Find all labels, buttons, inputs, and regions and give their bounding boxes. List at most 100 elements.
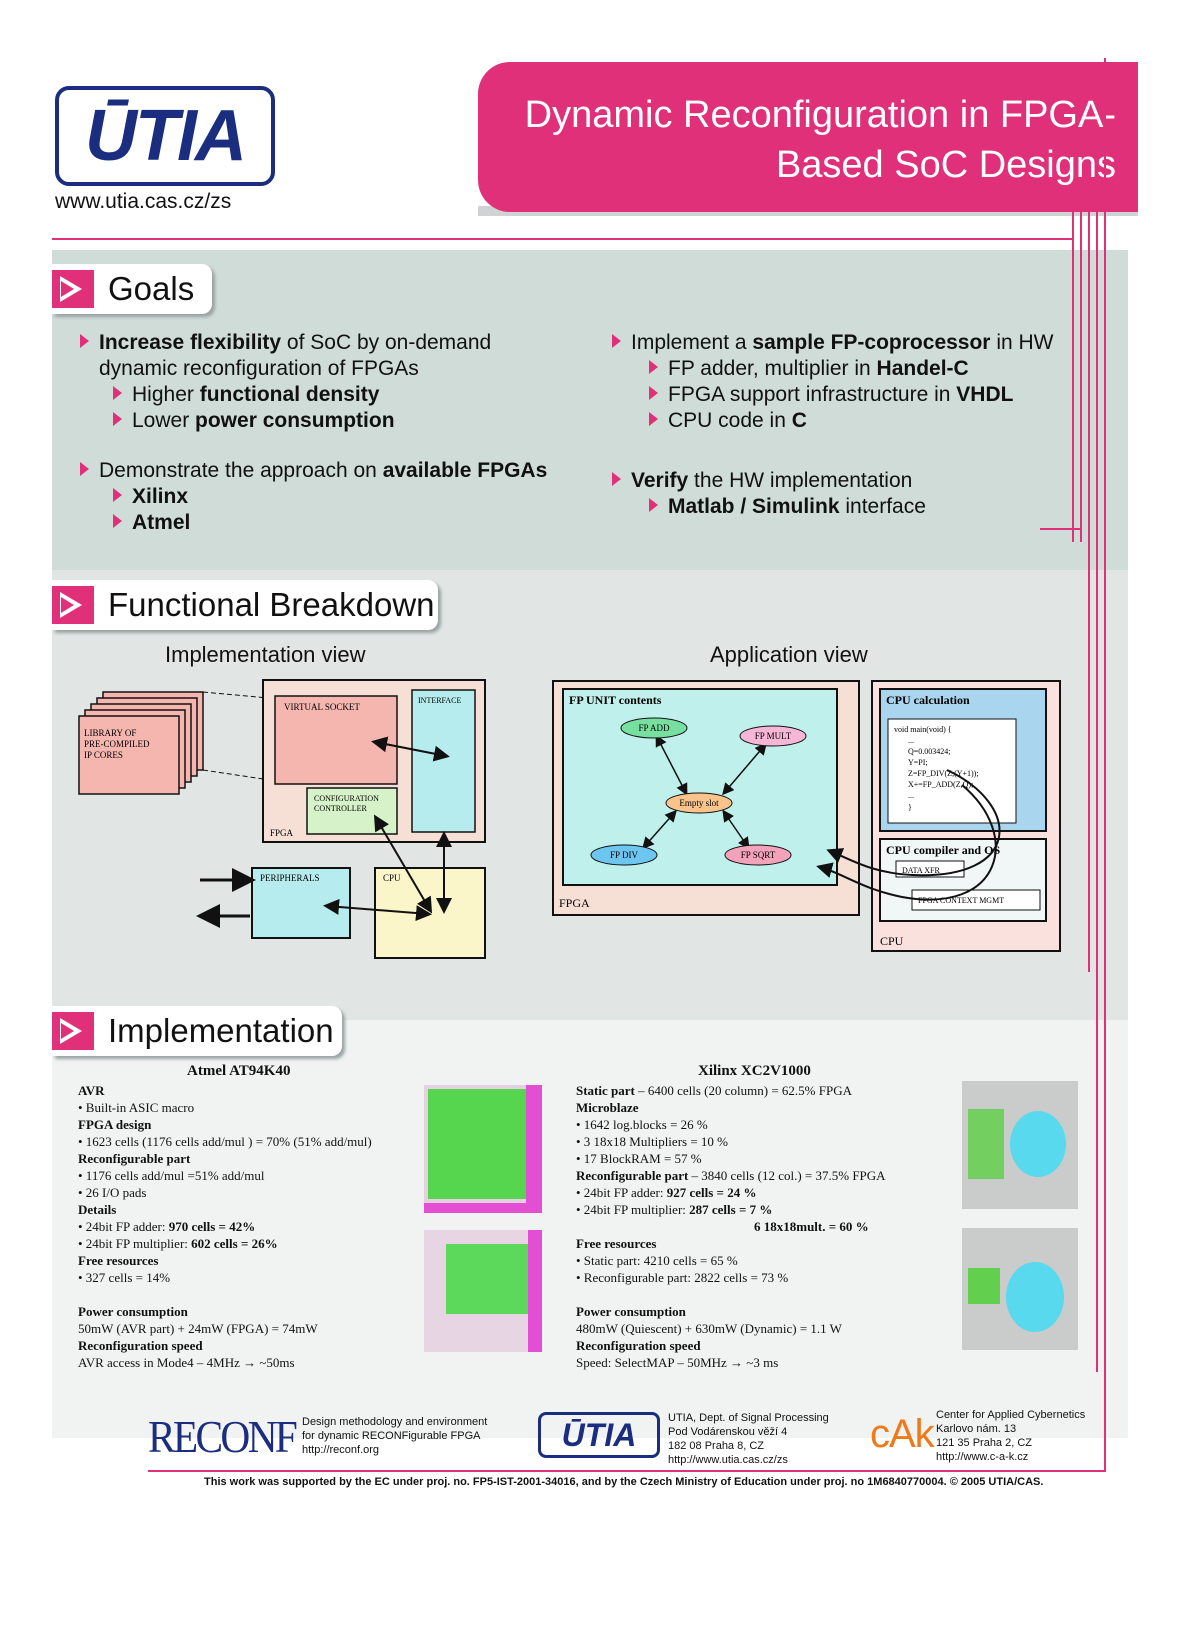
spec-line: Reconfigurable part bbox=[78, 1151, 191, 1166]
app-cpu-label: CPU bbox=[880, 934, 904, 948]
xilinx-specs: Static part – 6400 cells (20 column) = 6… bbox=[576, 1082, 936, 1371]
pink-rule-v3 bbox=[1088, 212, 1090, 972]
xilinx-layout-image-2 bbox=[962, 1228, 1078, 1350]
spec-line: • 1176 cells add/mul =51% add/mul bbox=[78, 1168, 265, 1183]
cak-info: Center for Applied Cybernetics Karlovo n… bbox=[936, 1409, 1086, 1463]
spec-line: • 327 cells = 14% bbox=[78, 1270, 171, 1285]
spec-line: AVR access in Mode4 – 4MHz → ~50ms bbox=[78, 1355, 295, 1370]
title-banner: Dynamic Reconfiguration in FPGA- Based S… bbox=[478, 62, 1138, 212]
library-label-1: LIBRARY OF bbox=[84, 728, 136, 738]
app-fpga-label: FPGA bbox=[559, 896, 590, 910]
spec-line bbox=[576, 1286, 936, 1303]
fp-sqrt-node bbox=[724, 844, 792, 866]
utia-logo-text: ŪTIA bbox=[85, 96, 247, 176]
list-item: Higher functional density bbox=[80, 382, 580, 408]
bullet-arrow-icon bbox=[649, 498, 658, 512]
utia-footer-logo: ŪTIA bbox=[538, 1412, 660, 1458]
section-arrow-icon bbox=[52, 586, 94, 624]
fp-div-label: FP DIV bbox=[610, 850, 638, 860]
interface-box bbox=[411, 689, 476, 833]
fp-mult-label: FP MULT bbox=[755, 731, 792, 741]
fp-unit-label: FP UNIT contents bbox=[569, 693, 662, 707]
cpu-calc-label: CPU calculation bbox=[886, 693, 970, 707]
spec-line: • 24bit FP multiplier: 602 cells = 26% bbox=[78, 1236, 278, 1251]
utia-info: UTIA, Dept. of Signal Processing Pod Vod… bbox=[668, 1412, 829, 1466]
data-xfr-label: DATA XFR bbox=[902, 866, 940, 875]
spec-line: • Static part: 4210 cells = 65 % bbox=[576, 1253, 738, 1268]
spec-line: Reconfigurable part – 3840 cells (12 col… bbox=[576, 1168, 886, 1183]
pink-rule-v2 bbox=[1080, 212, 1082, 542]
code-line: ... bbox=[908, 736, 914, 745]
app-view-diagram: FP UNIT contents FPGA FP ADD FP MULT Emp… bbox=[552, 680, 1061, 952]
reconf-logo: RECONF bbox=[148, 1411, 298, 1462]
bullet-arrow-icon bbox=[113, 412, 122, 426]
list-item: Xilinx bbox=[80, 484, 580, 510]
virtual-socket-label: VIRTUAL SOCKET bbox=[284, 702, 360, 712]
pink-rule-v4 bbox=[1096, 212, 1098, 1372]
section-arrow-icon bbox=[52, 270, 94, 308]
list-item: Verify the HW implementation bbox=[612, 468, 1072, 494]
cak-logo: cAk bbox=[870, 1412, 935, 1456]
list-item: Lower power consumption bbox=[80, 408, 580, 434]
cpu-label: CPU bbox=[383, 873, 401, 883]
spec-line: • 3 18x18 Multipliers = 10 % bbox=[576, 1134, 728, 1149]
spec-line: • 26 I/O pads bbox=[78, 1185, 147, 1200]
atmel-title: Atmel AT94K40 bbox=[187, 1063, 291, 1079]
peripherals-label: PERIPHERALS bbox=[260, 873, 320, 883]
fp-add-label: FP ADD bbox=[639, 723, 670, 733]
spec-line: • 1642 log.blocks = 26 % bbox=[576, 1117, 708, 1132]
spec-line: Free resources bbox=[576, 1236, 657, 1251]
spec-line: Details bbox=[78, 1202, 117, 1217]
list-item: Implement a sample FP-coprocessor in HW bbox=[612, 330, 1072, 356]
fpga-context-label: FPGA CONTEXT MGMT bbox=[918, 896, 1004, 905]
header-url[interactable]: www.utia.cas.cz/zs bbox=[55, 190, 232, 213]
list-item: Matlab / Simulink interface bbox=[612, 494, 1072, 520]
spec-line: 50mW (AVR part) + 24mW (FPGA) = 74mW bbox=[78, 1321, 318, 1336]
pink-rule-top bbox=[52, 238, 1072, 240]
atmel-layout-image-2 bbox=[424, 1230, 542, 1352]
reconf-link[interactable]: http://reconf.org bbox=[302, 1444, 380, 1456]
list-item: Increase flexibility of SoC by on-demand bbox=[80, 330, 580, 356]
atmel-layout-image-1 bbox=[424, 1085, 542, 1213]
impl-view-title: Implementation view bbox=[165, 642, 366, 667]
utia-logo: ŪTIA bbox=[55, 86, 275, 186]
code-line: Z=FP_DIV(Z,(Y+1)); bbox=[908, 769, 979, 778]
spec-line: Static part – 6400 cells (20 column) = 6… bbox=[576, 1083, 852, 1098]
goals-tab: Goals bbox=[52, 264, 212, 314]
bullet-arrow-icon bbox=[113, 386, 122, 400]
library-stack bbox=[78, 691, 204, 795]
pink-rule-bottom bbox=[148, 1470, 1106, 1472]
utia-link[interactable]: http://www.utia.cas.cz/zs bbox=[668, 1454, 788, 1466]
code-line: void main(void) { bbox=[894, 725, 952, 734]
support-note: This work was supported by the EC under … bbox=[204, 1476, 1044, 1488]
goals-right: Implement a sample FP-coprocessor in HW … bbox=[612, 330, 1072, 520]
bullet-arrow-icon bbox=[649, 386, 658, 400]
code-line: ... bbox=[908, 791, 914, 800]
pink-rule-goals-end bbox=[1040, 528, 1082, 530]
spec-line: • 1623 cells (1176 cells add/mul ) = 70%… bbox=[78, 1134, 372, 1149]
implementation-section bbox=[52, 1020, 1128, 1438]
code-box bbox=[887, 718, 1017, 824]
empty-slot-label: Empty slot bbox=[679, 798, 719, 808]
spec-line: 6 18x18mult. = 60 % bbox=[754, 1219, 869, 1234]
code-line: X+=FP_ADD(Z,Q); bbox=[908, 780, 973, 789]
code-line: } bbox=[908, 803, 912, 812]
cak-link[interactable]: http://www.c-a-k.cz bbox=[936, 1451, 1029, 1463]
spec-line: Power consumption bbox=[78, 1304, 188, 1319]
code-line: Q=0.003424; bbox=[908, 747, 951, 756]
list-item: FP adder, multiplier in Handel-C bbox=[612, 356, 1072, 382]
xilinx-layout-image-1 bbox=[962, 1081, 1078, 1209]
title-line-1: Dynamic Reconfiguration in FPGA- bbox=[524, 94, 1116, 136]
implementation-heading: Implementation bbox=[108, 1012, 334, 1049]
library-label-2: PRE-COMPILED bbox=[84, 739, 150, 749]
spec-line: • 17 BlockRAM = 57 % bbox=[576, 1151, 702, 1166]
fpga-context-box bbox=[911, 889, 1041, 911]
bullet-arrow-icon bbox=[113, 488, 122, 502]
bullet-arrow-icon bbox=[649, 360, 658, 374]
spec-line: • Reconfigurable part: 2822 cells = 73 % bbox=[576, 1270, 789, 1285]
list-item: Atmel bbox=[80, 510, 580, 536]
spec-line: FPGA design bbox=[78, 1117, 152, 1132]
functional-heading: Functional Breakdown bbox=[108, 586, 435, 623]
xilinx-title: Xilinx XC2V1000 bbox=[698, 1063, 811, 1079]
spec-line: Reconfiguration speed bbox=[576, 1338, 701, 1353]
